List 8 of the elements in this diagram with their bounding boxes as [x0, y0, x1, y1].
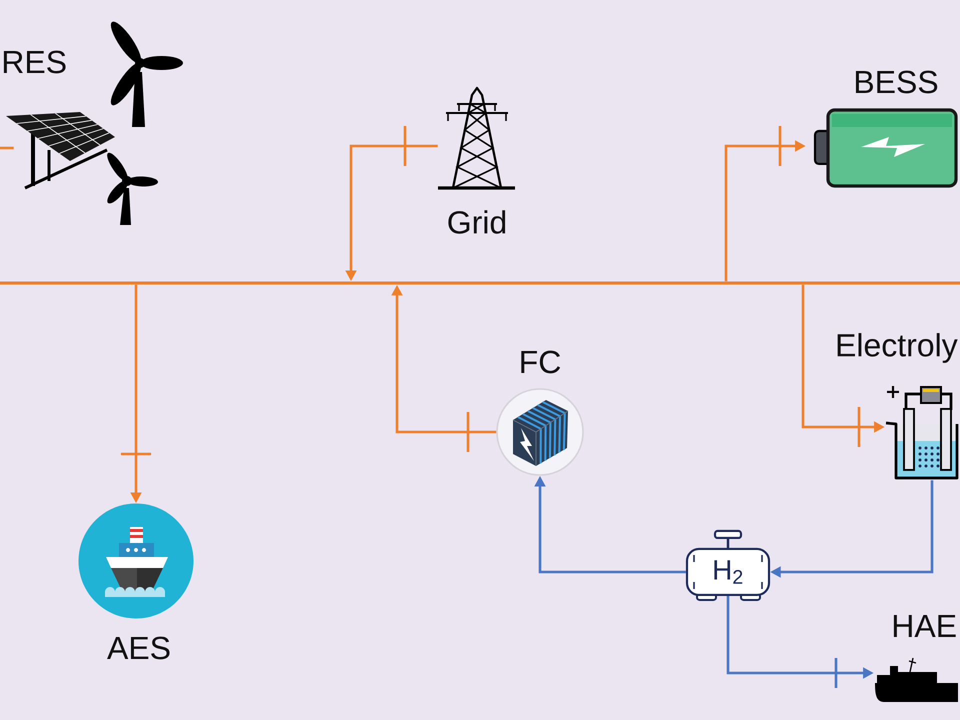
component-label: BESS	[856, 70, 938, 94]
component-label: HAE	[894, 614, 956, 637]
component-label: AES	[107, 636, 170, 660]
component-label: Electroly	[838, 333, 958, 363]
gas-tank: H$_{2}$	[686, 530, 770, 601]
component-label: FC	[521, 350, 560, 374]
component-label: Grid	[448, 210, 506, 234]
component-label: RES	[4, 50, 66, 74]
